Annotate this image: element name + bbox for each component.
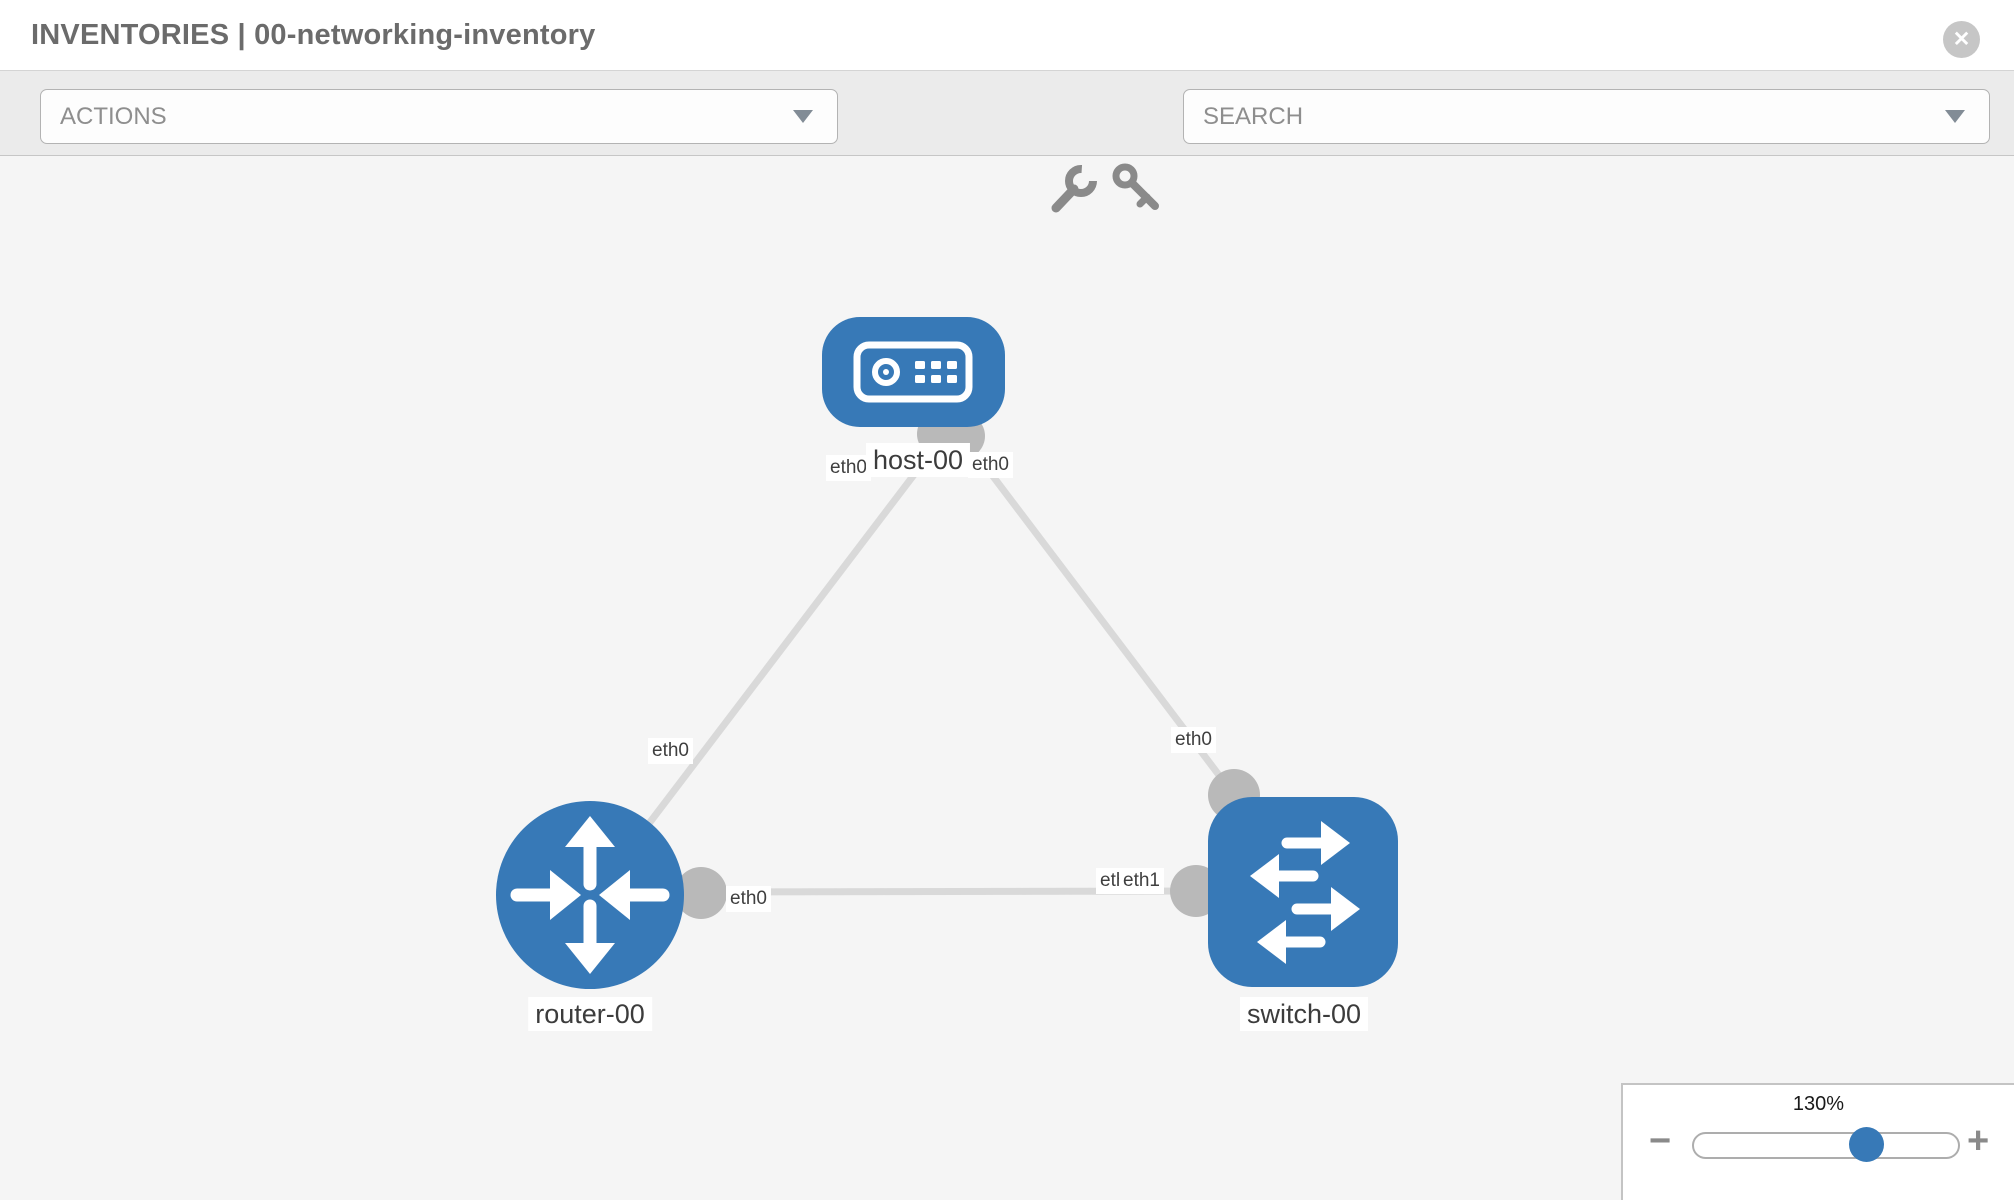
close-icon: ✕ xyxy=(1952,28,1971,51)
if-label-router-to-host: eth0 xyxy=(648,738,693,764)
close-button[interactable]: ✕ xyxy=(1943,21,1980,58)
router-icon xyxy=(510,816,670,974)
toolbar: ACTIONS SEARCH xyxy=(0,71,2014,213)
host-icon xyxy=(853,341,973,403)
interface-endpoints xyxy=(675,411,1260,919)
if-label-switch-to-router: eth1 xyxy=(1119,868,1164,894)
switch-icon xyxy=(1250,821,1360,964)
zoom-slider-thumb[interactable] xyxy=(1849,1127,1884,1162)
node-router[interactable] xyxy=(496,801,684,989)
zoom-in-button[interactable]: + xyxy=(1967,1120,1990,1162)
if-label-host-to-switch: eth0 xyxy=(968,452,1013,478)
actions-dropdown-label: ACTIONS xyxy=(60,102,167,130)
if-label-host-to-router: eth0 xyxy=(826,455,871,481)
node-host[interactable] xyxy=(822,317,1005,427)
node-switch[interactable] xyxy=(1208,797,1398,987)
node-label-host: host-00 xyxy=(865,443,971,477)
caret-down-icon xyxy=(1945,110,1965,123)
zoom-level-readout: 130% xyxy=(1792,1093,1845,1115)
configure-button[interactable] xyxy=(1045,161,1101,217)
search-dropdown-label: SEARCH xyxy=(1203,102,1304,130)
if-label-switch-to-host: eth0 xyxy=(1171,727,1216,753)
search-dropdown[interactable]: SEARCH xyxy=(1183,89,1990,144)
node-label-router: router-00 xyxy=(528,997,652,1031)
node-label-switch: switch-00 xyxy=(1239,997,1369,1031)
zoom-panel: 130% − + xyxy=(1621,1083,2014,1200)
link-lines xyxy=(597,427,1237,896)
wrench-icon xyxy=(1051,165,1097,213)
zoom-out-button[interactable]: − xyxy=(1649,1120,1672,1162)
key-button[interactable] xyxy=(1108,161,1168,217)
endpoint-router-eth0[interactable] xyxy=(675,867,727,919)
caret-down-icon xyxy=(793,110,813,123)
link-host-router[interactable] xyxy=(597,427,951,891)
zoom-slider-track[interactable] xyxy=(1692,1132,1960,1159)
header: INVENTORIES | 00-networking-inventory xyxy=(0,0,2014,71)
if-label-router-to-switch: eth0 xyxy=(726,886,771,912)
actions-dropdown[interactable]: ACTIONS xyxy=(40,89,838,144)
key-icon xyxy=(1112,163,1159,210)
page-title: INVENTORIES | 00-networking-inventory xyxy=(31,19,596,51)
